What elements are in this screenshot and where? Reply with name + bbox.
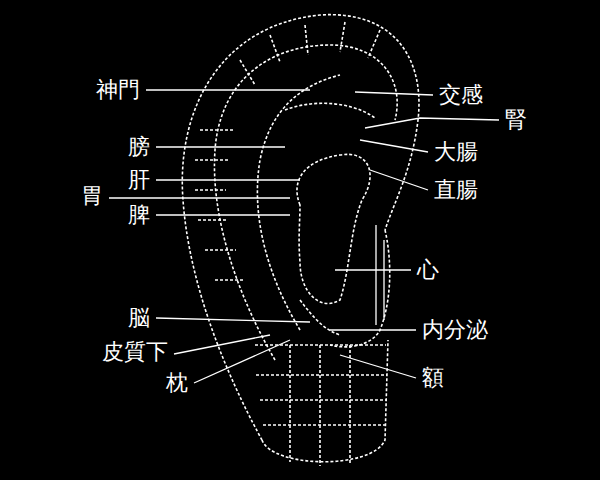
- organ-label: 腎: [503, 108, 529, 132]
- leader-line: [370, 170, 428, 190]
- leader-line: [355, 92, 433, 95]
- leader-line: [156, 179, 300, 180]
- leader-line: [365, 118, 499, 128]
- tragus: [330, 230, 390, 347]
- organ-label: 大腸: [432, 140, 480, 164]
- leader-line: [335, 269, 411, 270]
- organ-label: 内分泌: [420, 318, 490, 342]
- leader-line: [174, 335, 270, 354]
- concha: [297, 154, 370, 303]
- organ-label: 胃: [79, 184, 105, 208]
- helix-outer: [182, 15, 419, 440]
- organ-label: 心: [415, 258, 441, 282]
- organ-label: 額: [420, 366, 446, 390]
- leader-line: [340, 355, 416, 378]
- antihelix-crus: [285, 103, 375, 118]
- leader-line: [146, 89, 310, 90]
- ear-outline: [182, 15, 419, 466]
- organ-label: 膀: [126, 135, 152, 159]
- helix-grid: [195, 130, 245, 280]
- leader-line: [330, 329, 416, 330]
- organ-label: 神門: [94, 78, 142, 102]
- organ-label: 脳: [126, 306, 152, 330]
- leader-line: [194, 340, 290, 383]
- organ-label: 脾: [126, 203, 152, 227]
- leader-line: [156, 146, 285, 147]
- organ-label: 枕: [164, 371, 190, 395]
- helix-grid: [240, 22, 380, 85]
- leader-line: [156, 318, 310, 322]
- bracket-mark: [376, 225, 384, 325]
- leader-line: [109, 197, 290, 198]
- lobe-grid: [290, 345, 350, 466]
- leader-line: [156, 214, 290, 215]
- ear-lobe: [262, 340, 388, 462]
- leader-line: [360, 140, 428, 152]
- organ-label: 肝: [126, 168, 152, 192]
- organ-label: 皮質下: [100, 340, 170, 364]
- organ-label: 交感: [437, 83, 485, 107]
- lobe-grid: [256, 375, 387, 425]
- organ-label: 直腸: [432, 178, 480, 202]
